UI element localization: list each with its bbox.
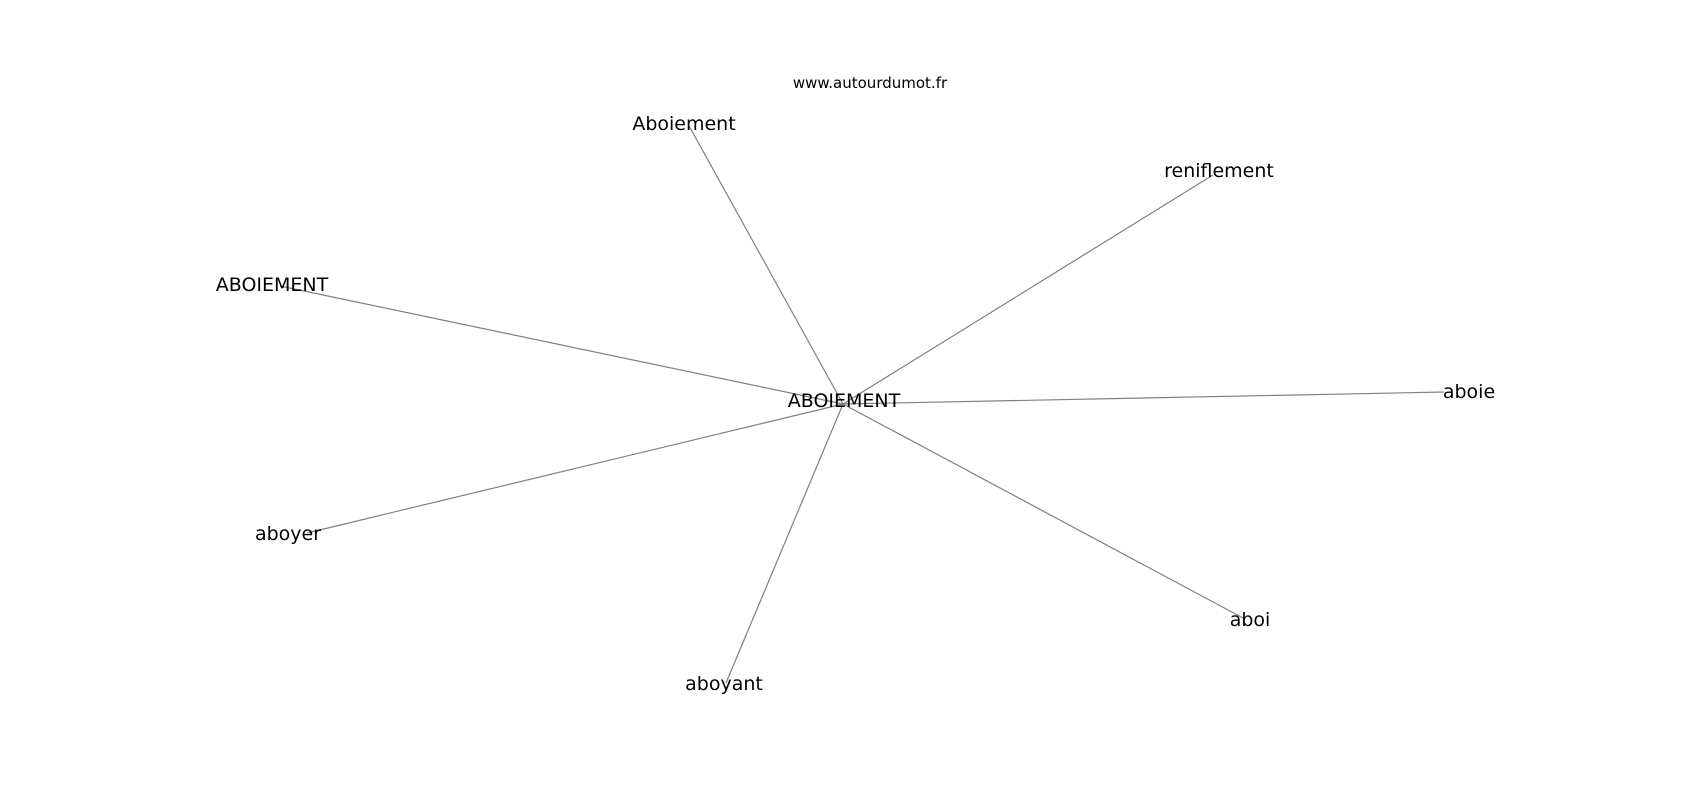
edge-reniflement — [842, 174, 1214, 405]
edge-aboyer — [306, 403, 844, 534]
edge-aboi — [842, 403, 1244, 619]
edge-aboie — [842, 391, 1445, 405]
graph-edges — [279, 123, 1445, 684]
node-aboiement-upper[interactable]: ABOIEMENT — [216, 274, 329, 296]
graph-nodes: Aboiement reniflement ABOIEMENT aboie ab… — [216, 113, 1495, 695]
edge-aboyant — [725, 403, 844, 684]
node-aboyer[interactable]: aboyer — [255, 523, 321, 545]
center-node[interactable]: ABOIEMENT — [788, 390, 901, 412]
edge-aboiement-upper — [279, 285, 844, 405]
node-aboyant[interactable]: aboyant — [685, 673, 763, 695]
edge-aboiement — [687, 123, 844, 405]
node-reniflement[interactable]: reniflement — [1164, 160, 1274, 182]
node-aboiement[interactable]: Aboiement — [632, 113, 735, 135]
node-aboie[interactable]: aboie — [1443, 381, 1495, 403]
watermark: www.autourdumot.fr — [793, 74, 948, 92]
node-aboi[interactable]: aboi — [1230, 609, 1271, 631]
